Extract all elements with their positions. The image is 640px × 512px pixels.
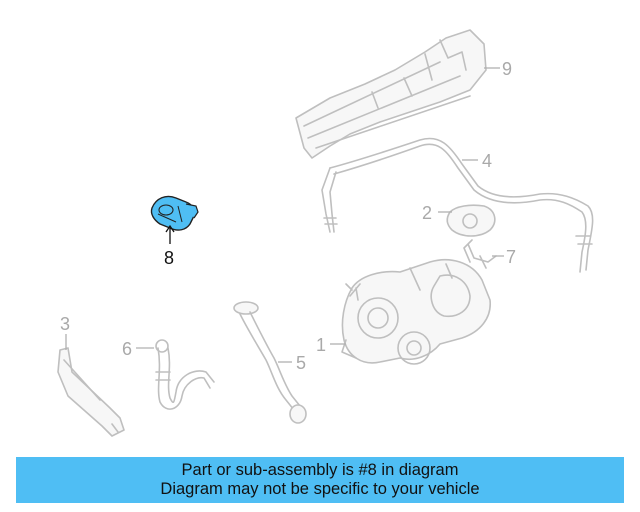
- part-3-bracket[interactable]: [57, 347, 125, 437]
- part-2-gasket[interactable]: [446, 204, 496, 237]
- callout-2: 2: [422, 203, 432, 223]
- callout-7: 7: [506, 247, 516, 267]
- part-6-hose[interactable]: [155, 339, 215, 410]
- part-5-tube[interactable]: [233, 301, 307, 424]
- part-1-turbocharger[interactable]: [341, 258, 491, 365]
- callout-5: 5: [296, 353, 306, 373]
- part-8-highlighted[interactable]: [150, 195, 199, 231]
- callout-lines: [65, 67, 504, 363]
- part-4-line[interactable]: [321, 137, 594, 273]
- info-banner: Part or sub-assembly is #8 in diagram Di…: [16, 457, 624, 503]
- part-7-fitting[interactable]: [463, 239, 497, 269]
- banner-line-2: Diagram may not be specific to your vehi…: [160, 480, 480, 498]
- part-9-heat-shield[interactable]: [295, 29, 487, 159]
- callout-3: 3: [60, 314, 70, 334]
- callout-4: 4: [482, 151, 492, 171]
- callout-1: 1: [316, 335, 326, 355]
- callout-8-highlighted: 8: [164, 248, 174, 268]
- banner-line-1: Part or sub-assembly is #8 in diagram: [181, 461, 459, 479]
- callout-9: 9: [502, 59, 512, 79]
- callout-6: 6: [122, 339, 132, 359]
